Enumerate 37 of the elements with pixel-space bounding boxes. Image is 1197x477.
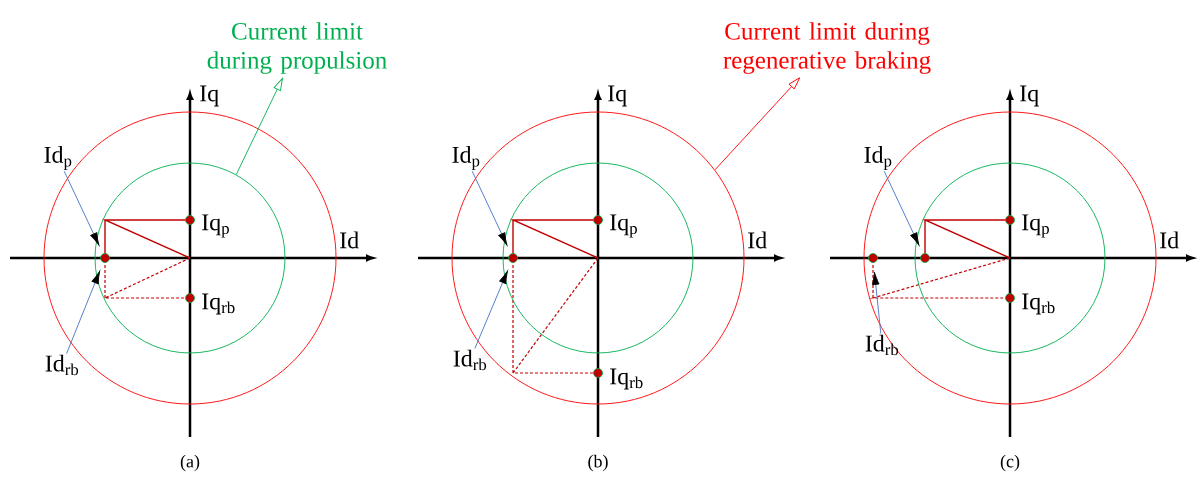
axis-label: Id	[340, 231, 359, 249]
current-limit-circle	[451, 111, 745, 405]
current-limit-circle	[43, 111, 337, 405]
current-label: Iq$_{p}$	[202, 214, 229, 238]
leader-line	[871, 271, 882, 334]
current-label: Id$_{p}$	[44, 146, 72, 170]
current-limit-circle	[94, 162, 286, 354]
current-label: Iq$_{rb}$	[1022, 293, 1055, 315]
axis-label: Iq	[608, 85, 627, 107]
current-limit-circle	[863, 111, 1157, 405]
leader-line	[883, 170, 920, 246]
current-label: Id$_{rb}$	[45, 354, 79, 376]
current-label: Iq$_{p}$	[610, 214, 637, 238]
leader-line	[63, 170, 100, 246]
current-label: Iq$_{rb}$	[610, 368, 643, 390]
current-label: Id$_{p}$	[452, 146, 480, 170]
current-label: Id$_{rb}$	[453, 349, 487, 371]
current-label: Id$_{p}$	[864, 146, 892, 170]
leader-line	[66, 271, 101, 354]
current-label: Iq$_{p}$	[1022, 214, 1049, 238]
panel-caption: (b)	[588, 454, 608, 472]
axis-label: Iq	[200, 85, 219, 107]
leader-line	[474, 270, 508, 349]
axis-label: Iq	[1020, 85, 1039, 107]
callout-label: Current limit during propulsion	[207, 22, 387, 74]
axis-label: Id	[1160, 231, 1179, 249]
leader-line	[471, 170, 508, 246]
leader-line	[235, 77, 283, 175]
leader-line	[714, 77, 801, 171]
callout-label: Current limit during regenerative braking	[723, 22, 931, 74]
current-limit-circle	[502, 162, 694, 354]
current-label: Iq$_{rb}$	[202, 293, 235, 315]
panel-caption: (c)	[1000, 454, 1020, 472]
panel-caption: (a)	[180, 454, 200, 472]
current-label: Id$_{rb}$	[865, 334, 899, 356]
axis-label: Id	[748, 231, 767, 249]
current-limit-circle	[914, 162, 1106, 354]
